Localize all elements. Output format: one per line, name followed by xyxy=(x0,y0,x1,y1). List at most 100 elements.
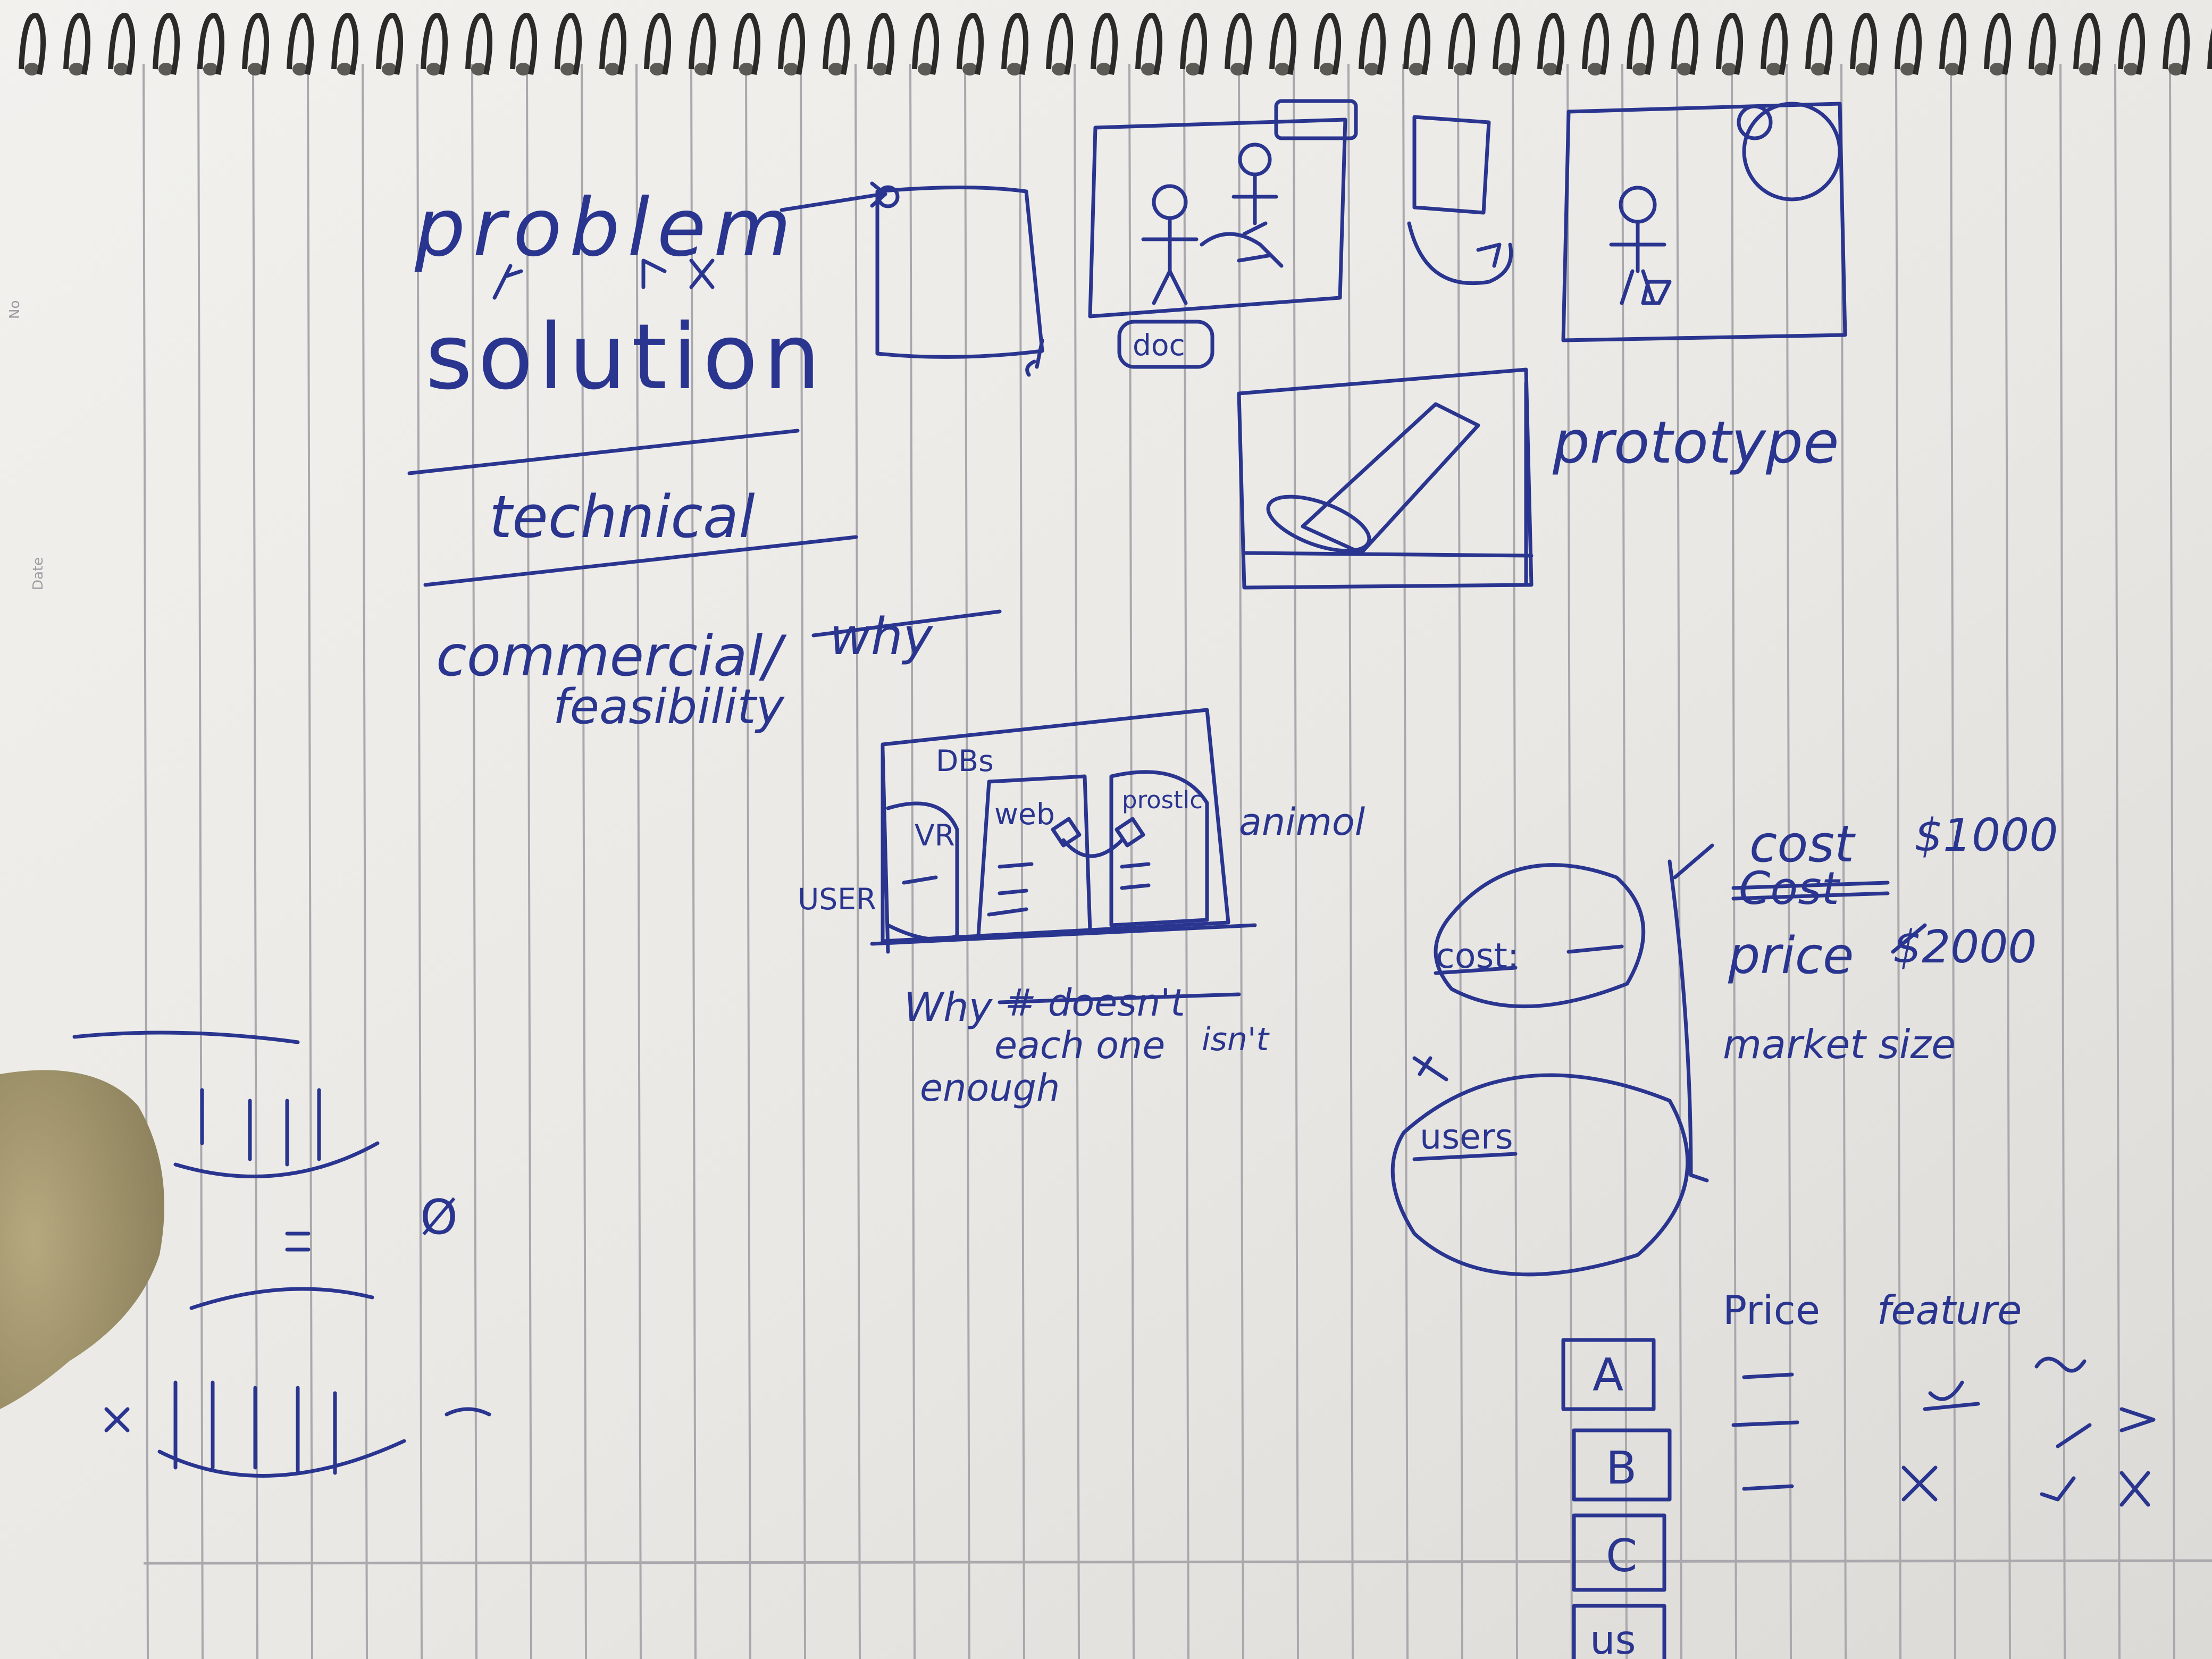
bracket-line xyxy=(1668,859,1709,1183)
spiral-ring xyxy=(1493,13,1520,75)
spiral-ring xyxy=(1225,13,1252,75)
frame-4-circle xyxy=(1742,102,1842,202)
spiral-ring xyxy=(1537,13,1565,75)
spiral-ring xyxy=(1895,13,1922,75)
spiral-ring xyxy=(2029,13,2056,75)
spiral-hole xyxy=(2079,63,2094,76)
spiral-ring xyxy=(1314,13,1342,75)
technical-text: technical xyxy=(489,483,755,551)
spiral-hole xyxy=(1543,63,1558,76)
ruled-line xyxy=(307,63,313,1659)
frame-3-arrowhead xyxy=(1476,242,1502,268)
ruled-line xyxy=(197,63,204,1659)
frame-2-link xyxy=(1200,232,1284,268)
spiral-hole xyxy=(1588,63,1603,76)
frame-3 xyxy=(1412,115,1491,215)
ruled-line xyxy=(362,63,368,1659)
doc-text: doc xyxy=(1133,328,1185,362)
frame-4-figure-body xyxy=(1609,221,1666,305)
row-c-label: C xyxy=(1606,1530,1637,1582)
spiral-ring xyxy=(1939,13,1967,75)
header-feature-text: feature xyxy=(1877,1287,2022,1334)
prost-text: prostlc xyxy=(1122,786,1203,814)
cost-bubble-lines xyxy=(1434,944,1624,975)
market-size-text: market size xyxy=(1723,1021,1956,1068)
spiral-ring xyxy=(778,13,806,75)
frame-4-small-head xyxy=(1737,104,1773,140)
spiral-hole xyxy=(1096,63,1111,76)
feature-x-b xyxy=(1901,1465,1938,1502)
underline-2 xyxy=(423,535,858,587)
spiral-ring xyxy=(644,13,672,75)
spiral-hole xyxy=(828,63,843,76)
prototype-lens xyxy=(1266,495,1371,553)
spiral-ring xyxy=(153,13,180,75)
spiral-ring xyxy=(63,13,91,75)
ruled-line xyxy=(1566,63,1573,1659)
vr-line xyxy=(902,875,938,885)
spiral-hole xyxy=(1454,63,1469,76)
prototype-text: prototype xyxy=(1552,408,1839,476)
header-price-text: Price xyxy=(1723,1287,1820,1334)
spiral-ring xyxy=(2163,13,2190,75)
frame-1-pin xyxy=(876,185,900,208)
row-b-box xyxy=(1572,1428,1672,1502)
arch-frame xyxy=(881,708,1230,943)
ruled-line xyxy=(471,63,477,1659)
spiral-hole xyxy=(1186,63,1201,76)
ruled-line xyxy=(581,63,587,1659)
frame-1-pen xyxy=(1025,338,1044,377)
ruled-line xyxy=(1621,63,1628,1659)
underline-1 xyxy=(407,429,800,475)
enough-text: enough xyxy=(920,1066,1060,1110)
spiral-ring xyxy=(2118,13,2146,75)
web-text: web xyxy=(994,797,1055,831)
spiral-ring xyxy=(510,13,538,75)
cost-value-text: $1000 xyxy=(1914,809,2058,862)
frame-4-shape xyxy=(1641,280,1672,305)
spiral-hole xyxy=(784,63,799,76)
ruled-line xyxy=(1238,63,1244,1659)
spiral-hole xyxy=(560,63,575,76)
feature-x-c xyxy=(2119,1471,2150,1507)
ruled-line xyxy=(1074,63,1080,1659)
strike-doesnt xyxy=(998,992,1241,1004)
row-us-box xyxy=(1572,1604,1666,1659)
spiral-hole xyxy=(24,63,39,76)
spiral-hole xyxy=(605,63,620,76)
frame-2-screen xyxy=(1274,99,1358,140)
spiral-hole xyxy=(292,63,307,76)
spiral-hole xyxy=(2124,63,2139,76)
arch-link xyxy=(1061,838,1124,858)
ruled-line xyxy=(143,63,149,1659)
spiral-ring xyxy=(733,13,761,75)
ruled-line xyxy=(1786,63,1792,1659)
spiral-ring xyxy=(2073,13,2101,75)
row-a-label: A xyxy=(1593,1349,1623,1402)
doodle-squiggle xyxy=(445,1407,491,1417)
ruled-line xyxy=(2114,63,2121,1659)
bottom-rule xyxy=(143,1559,2212,1565)
doodle-bars-bottom xyxy=(173,1380,337,1475)
spiral-hole xyxy=(1990,63,2005,76)
feature-check-c xyxy=(2040,1476,2076,1502)
solution-text: solution xyxy=(425,305,826,410)
problem-text: problem xyxy=(414,182,799,274)
ruled-line xyxy=(635,63,642,1659)
spiral-ring xyxy=(1180,13,1208,75)
commercial-text: commercial/ xyxy=(436,624,787,689)
arrow-up-x xyxy=(641,258,715,289)
spiral-hole xyxy=(1409,63,1424,76)
row-b-label: B xyxy=(1606,1442,1637,1495)
web-lines xyxy=(987,862,1034,917)
spiral-ring xyxy=(465,13,493,75)
spiral-hole xyxy=(1275,63,1290,76)
spiral-ring xyxy=(912,13,940,75)
spiral-hole xyxy=(650,63,665,76)
spiral-hole xyxy=(1141,63,1156,76)
frame-2-figure2-body xyxy=(1231,173,1278,263)
spiral-hole xyxy=(337,63,352,76)
cost-line-text: cost xyxy=(1749,815,1856,874)
ruled-line xyxy=(854,63,861,1659)
